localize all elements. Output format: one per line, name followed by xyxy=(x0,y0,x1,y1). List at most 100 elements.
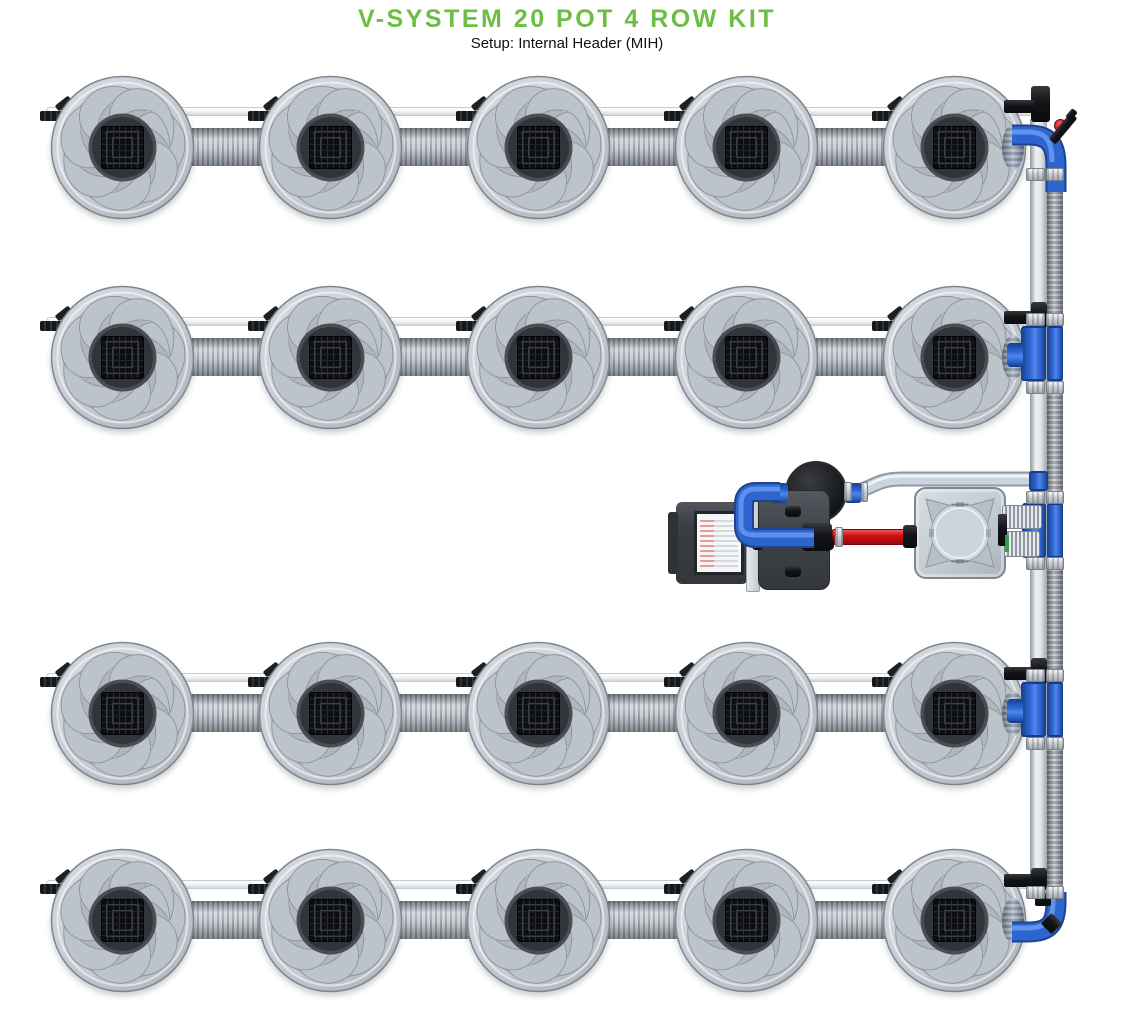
page-title: V-SYSTEM 20 POT 4 ROW KIT xyxy=(357,5,777,33)
barb-fitting-body xyxy=(248,884,272,894)
barb-fitting-body xyxy=(664,677,688,687)
header-tank-graphic xyxy=(925,498,995,568)
net-pot-lid xyxy=(100,898,144,942)
pot-hub xyxy=(88,323,156,391)
pipe-clamp xyxy=(1026,381,1045,394)
barb-fitting-body xyxy=(872,321,896,331)
pot-hub xyxy=(920,113,988,181)
pipe-collar xyxy=(835,527,843,547)
net-pot-lid xyxy=(308,691,352,735)
net-pot-lid xyxy=(516,125,560,169)
net-pot-lid xyxy=(516,691,560,735)
pipe-clamp xyxy=(1046,737,1064,750)
barb-fitting xyxy=(248,305,282,333)
pot-hub xyxy=(88,113,156,181)
barb-fitting-body xyxy=(456,321,480,331)
grow-pot xyxy=(882,641,1027,786)
grow-pot xyxy=(258,75,403,220)
pot-rim-highlight xyxy=(680,854,812,986)
barb-fitting-body xyxy=(456,111,480,121)
grow-pot-graphic xyxy=(466,75,610,219)
grow-pot xyxy=(50,75,195,220)
grow-pot xyxy=(466,75,611,220)
grow-pot xyxy=(674,641,819,786)
pot-rim-highlight xyxy=(264,81,396,213)
grow-pot-graphic xyxy=(674,285,818,429)
pot-rim-highlight xyxy=(680,647,812,779)
grow-pot-graphic xyxy=(674,75,818,219)
barb-fitting xyxy=(456,661,490,689)
barb-fitting xyxy=(664,868,698,896)
net-pot-lid xyxy=(308,335,352,379)
barb-fitting xyxy=(456,95,490,123)
pot-hub xyxy=(296,323,364,391)
blue-elbow-fitting xyxy=(1012,124,1067,192)
grow-pot xyxy=(674,848,819,993)
barb-fitting xyxy=(40,305,74,333)
barb-fitting-body xyxy=(248,111,272,121)
pot-rim-highlight xyxy=(56,81,188,213)
grow-pot xyxy=(258,285,403,430)
net-pot-lid xyxy=(724,898,768,942)
header-outlet-arm xyxy=(1004,100,1034,113)
barb-fitting xyxy=(248,95,282,123)
tank-outlet-ring xyxy=(998,514,1007,546)
pipe-end-fitting xyxy=(903,525,917,548)
tank-outlet-thread xyxy=(1004,531,1040,557)
net-pot-lid xyxy=(932,691,976,735)
net-pot-lid xyxy=(100,125,144,169)
header-end-cap xyxy=(1031,86,1050,122)
pot-hub xyxy=(88,886,156,954)
net-pot-lid xyxy=(724,125,768,169)
barb-fitting xyxy=(872,661,906,689)
pot-hub xyxy=(712,886,780,954)
pot-hub xyxy=(296,113,364,181)
grow-pot xyxy=(258,641,403,786)
pipe-clamp xyxy=(1026,737,1045,750)
pot-hub xyxy=(296,886,364,954)
grow-pot-graphic xyxy=(466,641,610,785)
grow-pot-graphic xyxy=(882,848,1026,992)
pot-rim-highlight xyxy=(264,854,396,986)
grow-pot-graphic xyxy=(50,848,194,992)
pot-hub xyxy=(504,886,572,954)
grow-pot-graphic xyxy=(258,641,402,785)
blue-tee-fitting xyxy=(1021,682,1046,737)
grow-pot xyxy=(50,848,195,993)
pot-hub xyxy=(712,679,780,747)
pipe-clamp xyxy=(1026,168,1045,181)
pump-blue-pipe xyxy=(734,482,814,548)
barb-fitting xyxy=(456,868,490,896)
grow-pot-graphic xyxy=(466,848,610,992)
barb-fitting xyxy=(40,661,74,689)
barb-fitting-body xyxy=(872,677,896,687)
barb-fitting xyxy=(40,95,74,123)
pipe-clamp xyxy=(1046,491,1064,504)
net-pot-lid xyxy=(724,335,768,379)
pot-hub xyxy=(920,886,988,954)
grow-pot-graphic xyxy=(258,75,402,219)
pot-hub xyxy=(88,679,156,747)
grow-pot-graphic xyxy=(50,285,194,429)
pot-hub xyxy=(504,323,572,391)
header-inlet-collar xyxy=(1029,471,1048,491)
pot-rim-highlight xyxy=(472,291,604,423)
grow-pot xyxy=(466,285,611,430)
pipe-clamp xyxy=(1026,491,1045,504)
barb-fitting xyxy=(664,95,698,123)
net-pot-lid xyxy=(516,898,560,942)
pot-rim-highlight xyxy=(680,291,812,423)
pot-hub xyxy=(296,679,364,747)
blue-pipe-section xyxy=(1047,682,1063,737)
pipe-clamp xyxy=(1026,669,1045,682)
net-pot-lid xyxy=(100,691,144,735)
grow-pot-graphic xyxy=(882,75,1026,219)
grow-pot xyxy=(50,285,195,430)
grow-pot-graphic xyxy=(674,641,818,785)
header-outlet-block xyxy=(1031,868,1047,890)
pot-hub xyxy=(712,323,780,391)
pipe-clamp xyxy=(1026,313,1045,326)
pump-motor-cap xyxy=(668,512,678,574)
blue-tee-fitting xyxy=(1021,326,1046,381)
